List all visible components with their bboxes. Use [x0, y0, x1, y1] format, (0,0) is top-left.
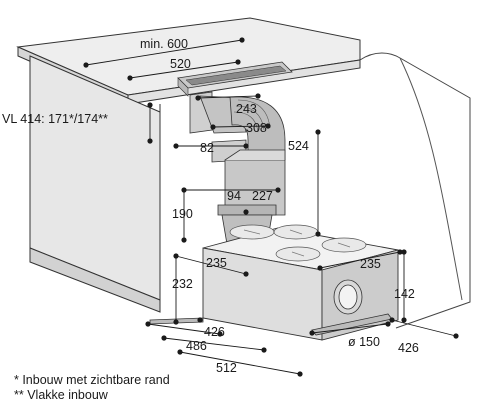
dim-524: 524 — [288, 139, 309, 153]
dim-235-right: 235 — [360, 257, 381, 271]
dimension-labels: min. 600 520 VL 414: 171*/174** 243 308 … — [2, 37, 419, 375]
dim-486: 486 — [186, 339, 207, 353]
legend-single-star: * Inbouw met zichtbare rand — [14, 373, 170, 387]
dim-142: 142 — [394, 287, 415, 301]
dim-308: 308 — [246, 121, 267, 135]
dim-vl414: VL 414: 171*/174** — [2, 112, 108, 126]
dim-243: 243 — [236, 102, 257, 116]
dim-94: 94 — [227, 189, 241, 203]
dim-232: 232 — [172, 277, 193, 291]
legend-double-star: ** Vlakke inbouw — [14, 388, 108, 402]
dim-82: 82 — [200, 141, 214, 155]
dimension-lines — [85, 39, 457, 375]
fan-openings — [229, 224, 367, 262]
dim-235-left: 235 — [206, 256, 227, 270]
dim-426-side: 426 — [398, 341, 419, 355]
dim-227: 227 — [252, 189, 273, 203]
round-outlet — [333, 279, 363, 315]
dimension-dots — [83, 37, 459, 377]
dim-426-base: 426 — [204, 325, 225, 339]
dim-512: 512 — [216, 361, 237, 375]
dim-outlet-diameter: ø 150 — [348, 335, 380, 349]
dim-min-600: min. 600 — [140, 37, 188, 51]
dim-520: 520 — [170, 57, 191, 71]
dim-190: 190 — [172, 207, 193, 221]
cooktop-extraction-vent — [177, 61, 293, 97]
